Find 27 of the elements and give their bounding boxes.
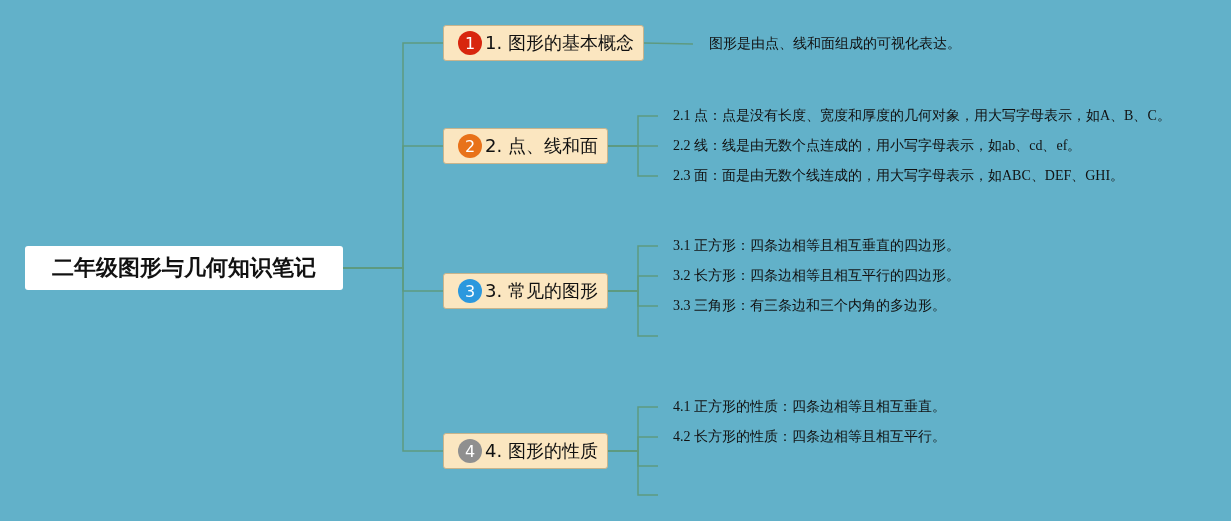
number-badge: 3 xyxy=(458,279,482,303)
topic-box xyxy=(443,433,608,469)
topic-box xyxy=(443,128,608,164)
topic-title: 2. 点、线和面 xyxy=(485,134,598,158)
number-badge: 2 xyxy=(458,134,482,158)
note-text: 图形是由点、线和面组成的可视化表达。 xyxy=(709,35,961,53)
number-badge: 4 xyxy=(458,439,482,463)
note-text: 2.1 点：点是没有长度、宽度和厚度的几何对象，用大写字母表示，如A、B、C。 xyxy=(673,107,1171,125)
note-text: 3.1 正方形：四条边相等且相互垂直的四边形。 xyxy=(673,237,960,255)
note-text: 2.2 线：线是由无数个点连成的，用小写字母表示，如ab、cd、ef。 xyxy=(673,137,1082,155)
connector-line xyxy=(607,290,659,337)
note-text: 3.3 三角形：有三条边和三个内角的多边形。 xyxy=(673,297,946,315)
connector-line xyxy=(342,267,444,452)
topic-title: 1. 图形的基本概念 xyxy=(485,31,634,55)
note-text: 3.2 长方形：四条边相等且相互平行的四边形。 xyxy=(673,267,960,285)
connector-line xyxy=(607,145,659,177)
topic-box xyxy=(443,25,644,61)
topic-title: 4. 图形的性质 xyxy=(485,439,598,463)
number-badge: 1 xyxy=(458,31,482,55)
connector-line xyxy=(607,450,659,496)
note-text: 4.1 正方形的性质：四条边相等且相互垂直。 xyxy=(673,398,946,416)
note-text: 2.3 面：面是由无数个线连成的，用大写字母表示，如ABC、DEF、GHI。 xyxy=(673,167,1125,185)
topic-box xyxy=(443,273,608,309)
topic-title: 3. 常见的图形 xyxy=(485,279,598,303)
root-topic: 二年级图形与几何知识笔记 xyxy=(25,246,343,290)
note-text: 4.2 长方形的性质：四条边相等且相互平行。 xyxy=(673,428,946,446)
connector-line xyxy=(643,42,694,45)
